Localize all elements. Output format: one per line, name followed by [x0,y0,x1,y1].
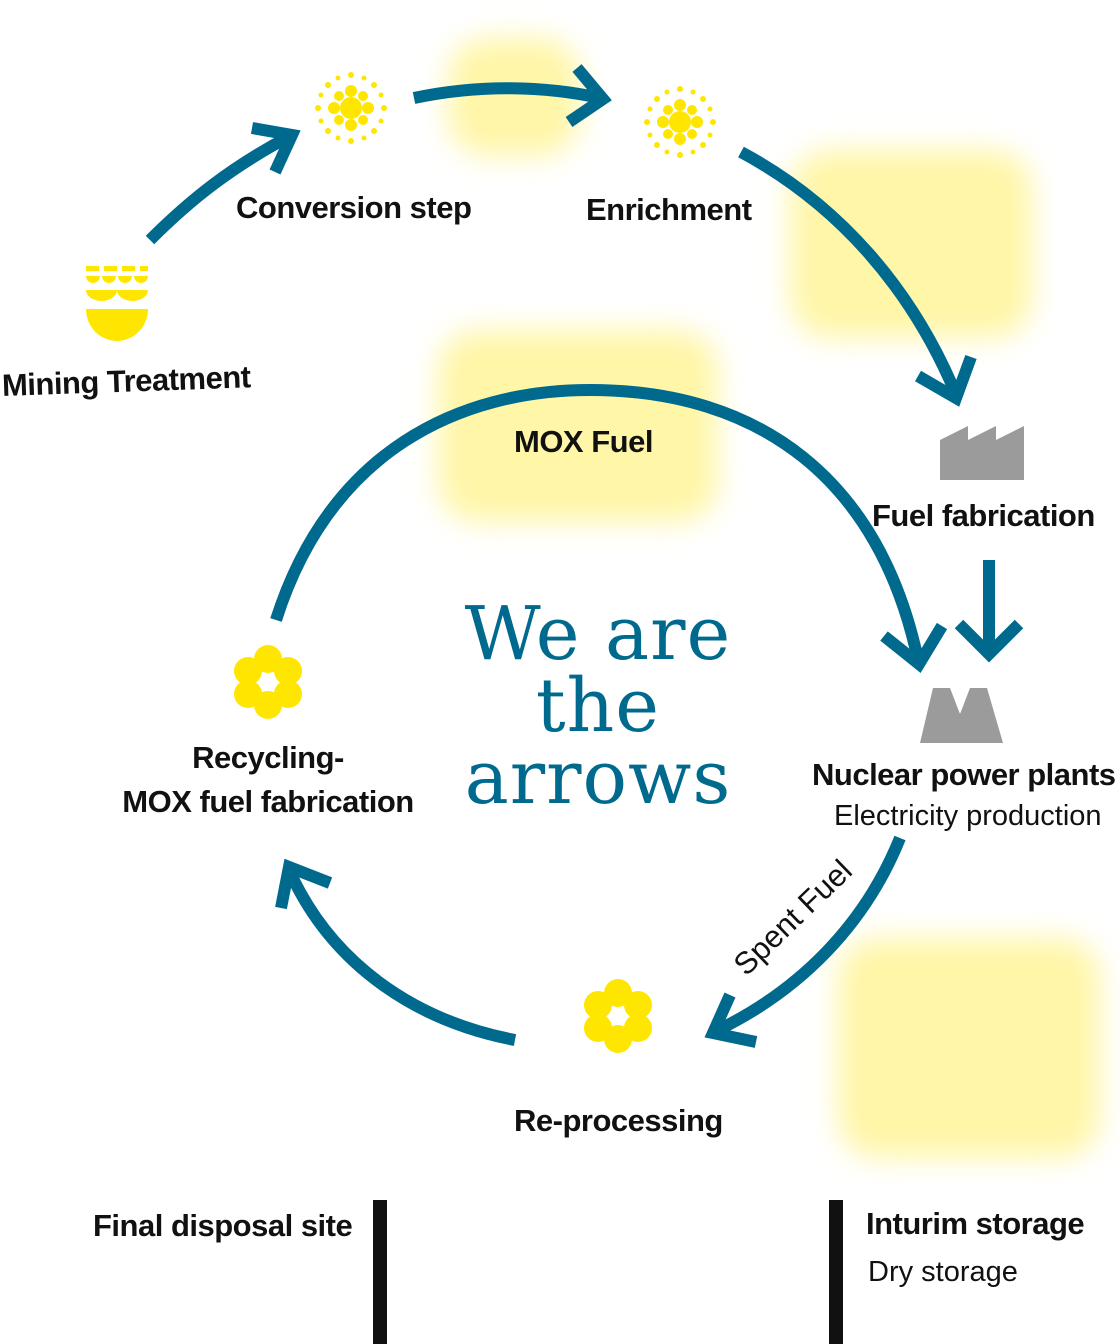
final-disposal-divider [373,1200,387,1344]
arrow-enrichment-to-fabrication [738,146,961,395]
spent-fuel-label: Spent Fuel [727,853,859,982]
sun-dots-icon [644,86,716,158]
title-line2: the [535,663,661,749]
arrow-head [275,858,333,910]
highlight-blob [448,38,580,156]
arrow-head [914,354,977,407]
arrow-head [954,619,1024,663]
electricity-production-label: Electricity production [834,800,1102,832]
mox-fuel-label: MOX Fuel [514,424,653,459]
highlight-blob [838,938,1100,1158]
arrow-head [250,122,301,175]
interim-storage-label: Inturim storage [866,1206,1085,1241]
conversion-step-label: Conversion step [236,190,472,225]
arrow-mining-to-conversion [145,130,293,245]
highlight-blob [438,330,718,522]
nuclear-power-plants-label: Nuclear power plants [812,757,1116,792]
flower-icon [234,645,302,719]
interim-storage-divider [829,1200,843,1344]
arrow-head [880,622,948,673]
enrichment-label: Enrichment [586,192,752,227]
title-line3: arrows [464,735,732,821]
fuel-fabrication-label: Fuel fabrication [872,498,1095,533]
arrow-head [704,992,758,1048]
flower-icon [584,979,652,1053]
arrow-spent-fuel [715,835,906,1036]
cooling-towers-icon [920,688,1003,743]
arrow-head [565,64,612,127]
title-line1: We are [464,591,732,677]
center-title: We are the arrows [420,591,776,821]
recycling-label-line1: Recycling- [192,740,344,775]
final-disposal-site-label: Final disposal site [93,1208,353,1243]
factory-icon [940,426,1024,480]
arrow-conversion-to-enrichment [412,82,602,104]
reprocessing-label: Re-processing [514,1103,723,1138]
sun-dots-icon [315,72,387,144]
dry-storage-label: Dry storage [868,1256,1018,1288]
arrow-reprocessing-to-recycling [284,869,517,1046]
semicircles-icon [86,266,148,341]
recycling-label-line2: MOX fuel fabrication [122,784,414,819]
arrow-mox-fuel [270,383,924,662]
